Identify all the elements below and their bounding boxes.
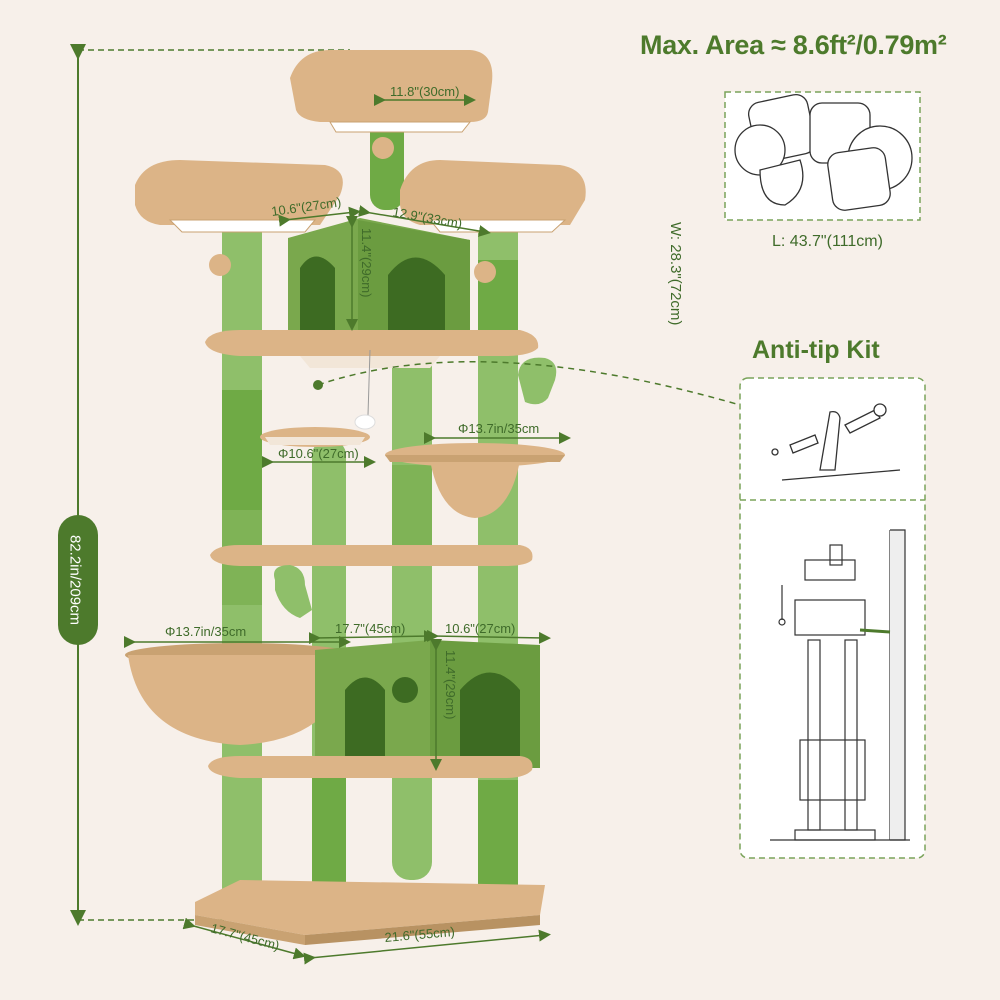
- round-platform: [260, 349, 376, 447]
- hammock-right: [385, 443, 565, 518]
- cactus-arm-left: [274, 565, 312, 618]
- dim-top-platform: 11.8"(30cm): [390, 84, 459, 99]
- max-area-heading: Max. Area ≈ 8.6ft²/0.79m²: [640, 30, 947, 60]
- dim-condo-top-height: 11.4"(29cm): [359, 228, 374, 297]
- dim-condo-bottom-depth: 10.6"(27cm): [445, 621, 515, 636]
- area-diagram: [724, 91, 921, 221]
- dim-round-platform: Φ10.6"(27cm): [278, 446, 359, 461]
- dim-base-width: 21.6"(55cm): [384, 924, 455, 945]
- top-condo: [288, 218, 470, 330]
- dimension-lines: [124, 94, 741, 965]
- dim-condo-bottom-height: 11.4"(29cm): [443, 650, 458, 719]
- dim-condo-bottom-width: 17.7"(45cm): [335, 621, 405, 636]
- platform-lower: [208, 756, 533, 778]
- post-middle: [392, 340, 432, 880]
- cactus-arm-right: [518, 357, 557, 405]
- bottom-condo: [315, 640, 540, 768]
- anti-tip-heading: Anti-tip Kit: [752, 336, 880, 364]
- top-perch: [290, 50, 493, 159]
- platform-middle: [210, 545, 533, 566]
- dim-basket-left: Φ13.7in/35cm: [165, 624, 246, 639]
- total-height-label: 82.2in/209cm: [66, 534, 84, 626]
- total-height-badge: 82.2in/209cm: [55, 520, 95, 640]
- anti-tip-kit-box: [739, 377, 926, 859]
- area-length-label: L: 43.7"(111cm): [772, 233, 883, 250]
- basket-left: [125, 643, 355, 745]
- area-width-label: W: 28.3"(72cm): [667, 222, 684, 326]
- dim-hammock-right: Φ13.7in/35cm: [458, 421, 539, 436]
